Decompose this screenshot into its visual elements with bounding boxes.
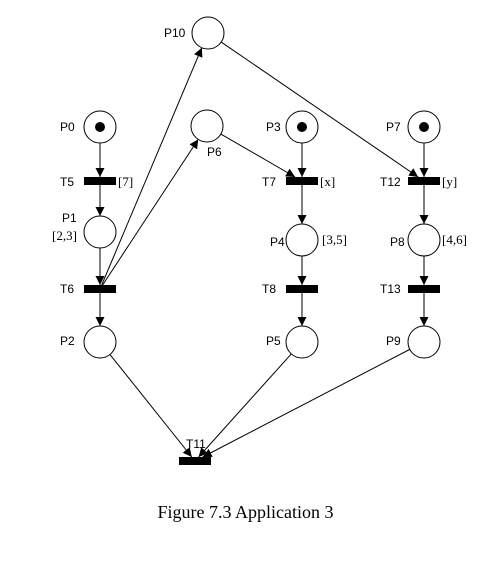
place-label: P4 xyxy=(270,235,285,249)
transition-interval: [y] xyxy=(442,174,457,189)
place-circle xyxy=(83,215,117,249)
place-circle xyxy=(190,109,224,143)
arc-p9-t11 xyxy=(202,348,411,458)
place-label: P0 xyxy=(60,120,75,134)
transition-t6: T6 xyxy=(60,282,116,296)
place-label: P6 xyxy=(207,145,222,159)
transition-bar xyxy=(179,457,211,465)
place-p3: P3 xyxy=(266,110,319,144)
place-interval: [2,3] xyxy=(52,228,77,243)
transition-label: T6 xyxy=(60,282,74,296)
place-label: P1 xyxy=(62,211,77,225)
transition-t5: T5 [7] xyxy=(60,174,133,189)
place-circle xyxy=(191,16,225,50)
transition-t7: T7 [x] xyxy=(262,174,335,189)
place-interval: [3,5] xyxy=(322,232,347,247)
place-p4: P4 [3,5] xyxy=(270,223,347,257)
arc-t6-p6 xyxy=(102,139,199,286)
transition-interval: [x] xyxy=(320,174,335,189)
place-label: P8 xyxy=(390,235,405,249)
transition-bar xyxy=(84,285,116,293)
arc-p6-t7 xyxy=(220,133,296,178)
arcs-layer xyxy=(95,41,429,458)
transition-label: T7 xyxy=(262,175,276,189)
transition-t13: T13 xyxy=(380,282,440,296)
transition-label: T12 xyxy=(380,175,401,189)
place-p9: P9 xyxy=(386,325,441,359)
token-dot xyxy=(419,122,429,132)
transition-label: T5 xyxy=(60,175,74,189)
transition-bar xyxy=(408,177,440,185)
transition-interval: [7] xyxy=(118,174,133,189)
place-circle xyxy=(407,223,441,257)
place-label: P7 xyxy=(386,120,401,134)
transition-t12: T12 [y] xyxy=(380,174,457,189)
place-circle xyxy=(407,325,441,359)
place-label: P2 xyxy=(60,334,75,348)
token-dot xyxy=(297,122,307,132)
transition-label: T8 xyxy=(262,282,276,296)
arc-p10-t12 xyxy=(220,41,419,178)
place-p5: P5 xyxy=(266,325,319,359)
transition-bar xyxy=(84,177,116,185)
place-label: P3 xyxy=(266,120,281,134)
arc-p2-t11 xyxy=(109,354,193,458)
transition-bar xyxy=(286,285,318,293)
place-p6: P6 xyxy=(190,109,224,159)
place-p0: P0 xyxy=(60,110,117,144)
place-p8: P8 [4,6] xyxy=(390,223,467,257)
transition-t11: T11 xyxy=(179,437,211,465)
place-label: P10 xyxy=(164,26,186,40)
place-circle xyxy=(83,325,117,359)
arc-p5-t11 xyxy=(198,353,292,458)
place-label: P9 xyxy=(386,334,401,348)
token-dot xyxy=(95,122,105,132)
transition-label: T11 xyxy=(186,437,206,451)
transition-t8: T8 xyxy=(262,282,318,296)
place-p1: P1 [2,3] xyxy=(52,211,117,249)
arc-t6-p10 xyxy=(101,47,203,286)
place-label: P5 xyxy=(266,334,281,348)
place-circle xyxy=(285,223,319,257)
transition-label: T13 xyxy=(380,282,401,296)
place-p10: P10 xyxy=(164,16,225,50)
transition-bar xyxy=(286,177,318,185)
place-circle xyxy=(285,325,319,359)
place-p2: P2 xyxy=(60,325,117,359)
place-p7: P7 xyxy=(386,110,441,144)
place-interval: [4,6] xyxy=(442,232,467,247)
figure-caption: Figure 7.3 Application 3 xyxy=(157,502,334,522)
transition-bar xyxy=(408,285,440,293)
